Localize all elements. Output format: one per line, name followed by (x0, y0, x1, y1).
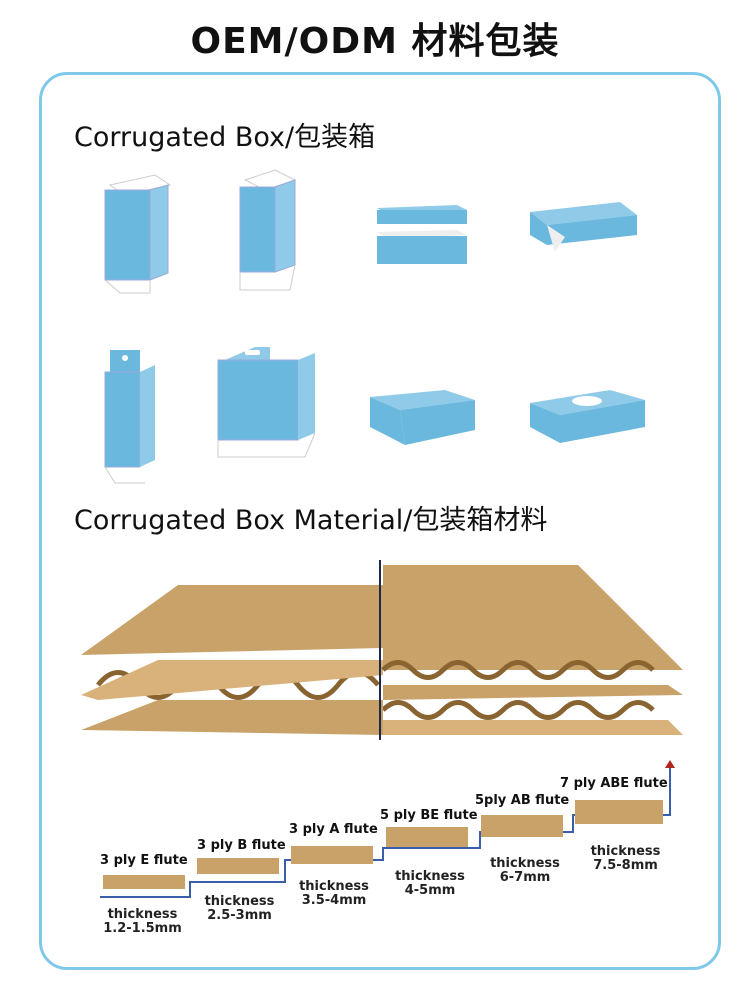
flute-step-name: 5ply AB flute (475, 793, 570, 808)
corrugated-sheets-illustration (78, 560, 688, 740)
thickness-label: thickness (204, 894, 275, 909)
flute-staircase-chart (95, 760, 685, 910)
corrugated-box-heading: Corrugated Box/包装箱 (74, 122, 376, 153)
lid-box-illustration (372, 200, 472, 270)
thickness-label: thickness (590, 844, 661, 859)
tissue-box-illustration (525, 385, 650, 450)
thickness-value: 6-7mm (499, 870, 551, 885)
flute-step-name: 3 ply E flute (100, 853, 188, 868)
flute-step-thickness: thickness 6-7mm (480, 857, 570, 885)
flute-step-thickness: thickness 3.5-4mm (289, 880, 379, 908)
thickness-label: thickness (107, 907, 178, 922)
corrugated-material-heading: Corrugated Box Material/包装箱材料 (74, 505, 548, 536)
handle-box-illustration (215, 345, 325, 470)
thickness-label: thickness (299, 879, 369, 894)
thickness-label: thickness (395, 869, 465, 884)
flute-step-thickness: thickness 1.2-1.5mm (100, 908, 185, 936)
thickness-value: 2.5-3mm (207, 908, 272, 923)
thickness-value: 1.2-1.5mm (103, 921, 182, 936)
page-title: OEM/ODM 材料包装 (190, 21, 560, 62)
folding-box-illustration (525, 197, 645, 257)
thickness-label: thickness (490, 856, 560, 871)
flute-step-name: 3 ply B flute (197, 838, 286, 853)
thickness-value: 7.5-8mm (593, 858, 658, 873)
thickness-value: 4-5mm (404, 883, 456, 898)
flute-step-thickness: thickness 4-5mm (385, 870, 475, 898)
mailer-box-illustration (365, 385, 480, 455)
flute-step-name: 7 ply ABE flute (560, 776, 668, 791)
tall-box-open-illustration (235, 165, 315, 295)
flute-step-thickness: thickness 7.5-8mm (578, 845, 673, 873)
hanger-box-illustration (100, 345, 170, 485)
content-frame (39, 72, 721, 970)
flute-step-name: 3 ply A flute (289, 822, 378, 837)
flute-step-thickness: thickness 2.5-3mm (197, 895, 282, 923)
tall-box-illustration (100, 165, 180, 295)
thickness-value: 3.5-4mm (301, 893, 367, 908)
flute-step-name: 5 ply BE flute (380, 808, 478, 823)
